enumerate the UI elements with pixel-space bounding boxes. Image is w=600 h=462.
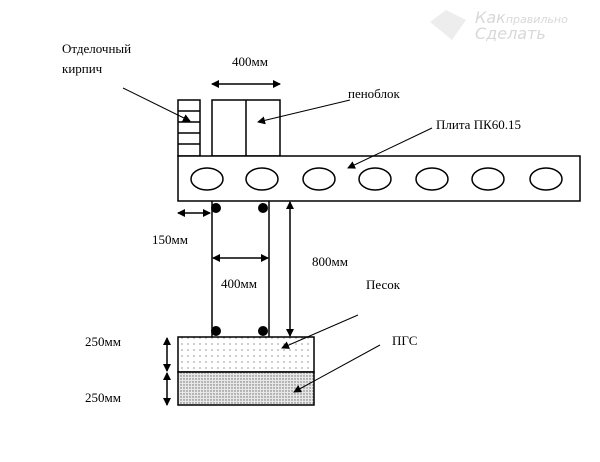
sand-thickness-label: 250мм xyxy=(85,334,121,349)
facing-brick-stack xyxy=(177,99,201,157)
facing-brick-label-2: кирпич xyxy=(62,61,103,76)
watermark-line2: Сделать xyxy=(475,24,546,43)
slab-label: Плита ПК60.15 xyxy=(436,117,522,132)
foundation-height-label: 800мм xyxy=(312,254,348,269)
rebar-dots xyxy=(211,203,268,336)
watermark-line1b: правильно xyxy=(505,13,568,26)
gravel-leader xyxy=(293,344,381,393)
watermark-line1: Как xyxy=(475,8,506,27)
watermark-logo-icon xyxy=(430,10,466,40)
gravel-layer xyxy=(177,371,315,406)
foam-block xyxy=(211,99,281,157)
brick-leader xyxy=(122,87,191,122)
watermark-text: Какправильно Сделать xyxy=(475,10,568,42)
slab-leader xyxy=(347,127,433,169)
foundation-width-label: 400мм xyxy=(221,276,257,291)
strip-foundation xyxy=(211,201,270,337)
overhang-label: 150мм xyxy=(152,232,188,247)
hollow-core-slab xyxy=(177,155,581,202)
facing-brick-label-1: Отделочный xyxy=(62,41,132,56)
sand-layer xyxy=(177,336,315,373)
gravel-label: ПГС xyxy=(392,333,418,348)
sand-label: Песок xyxy=(366,277,401,292)
foam-block-leader xyxy=(257,99,351,125)
block-width-label: 400мм xyxy=(232,54,268,69)
foam-block-label: пеноблок xyxy=(348,86,400,101)
gravel-thickness-label: 250мм xyxy=(85,390,121,405)
sand-leader xyxy=(281,314,359,349)
